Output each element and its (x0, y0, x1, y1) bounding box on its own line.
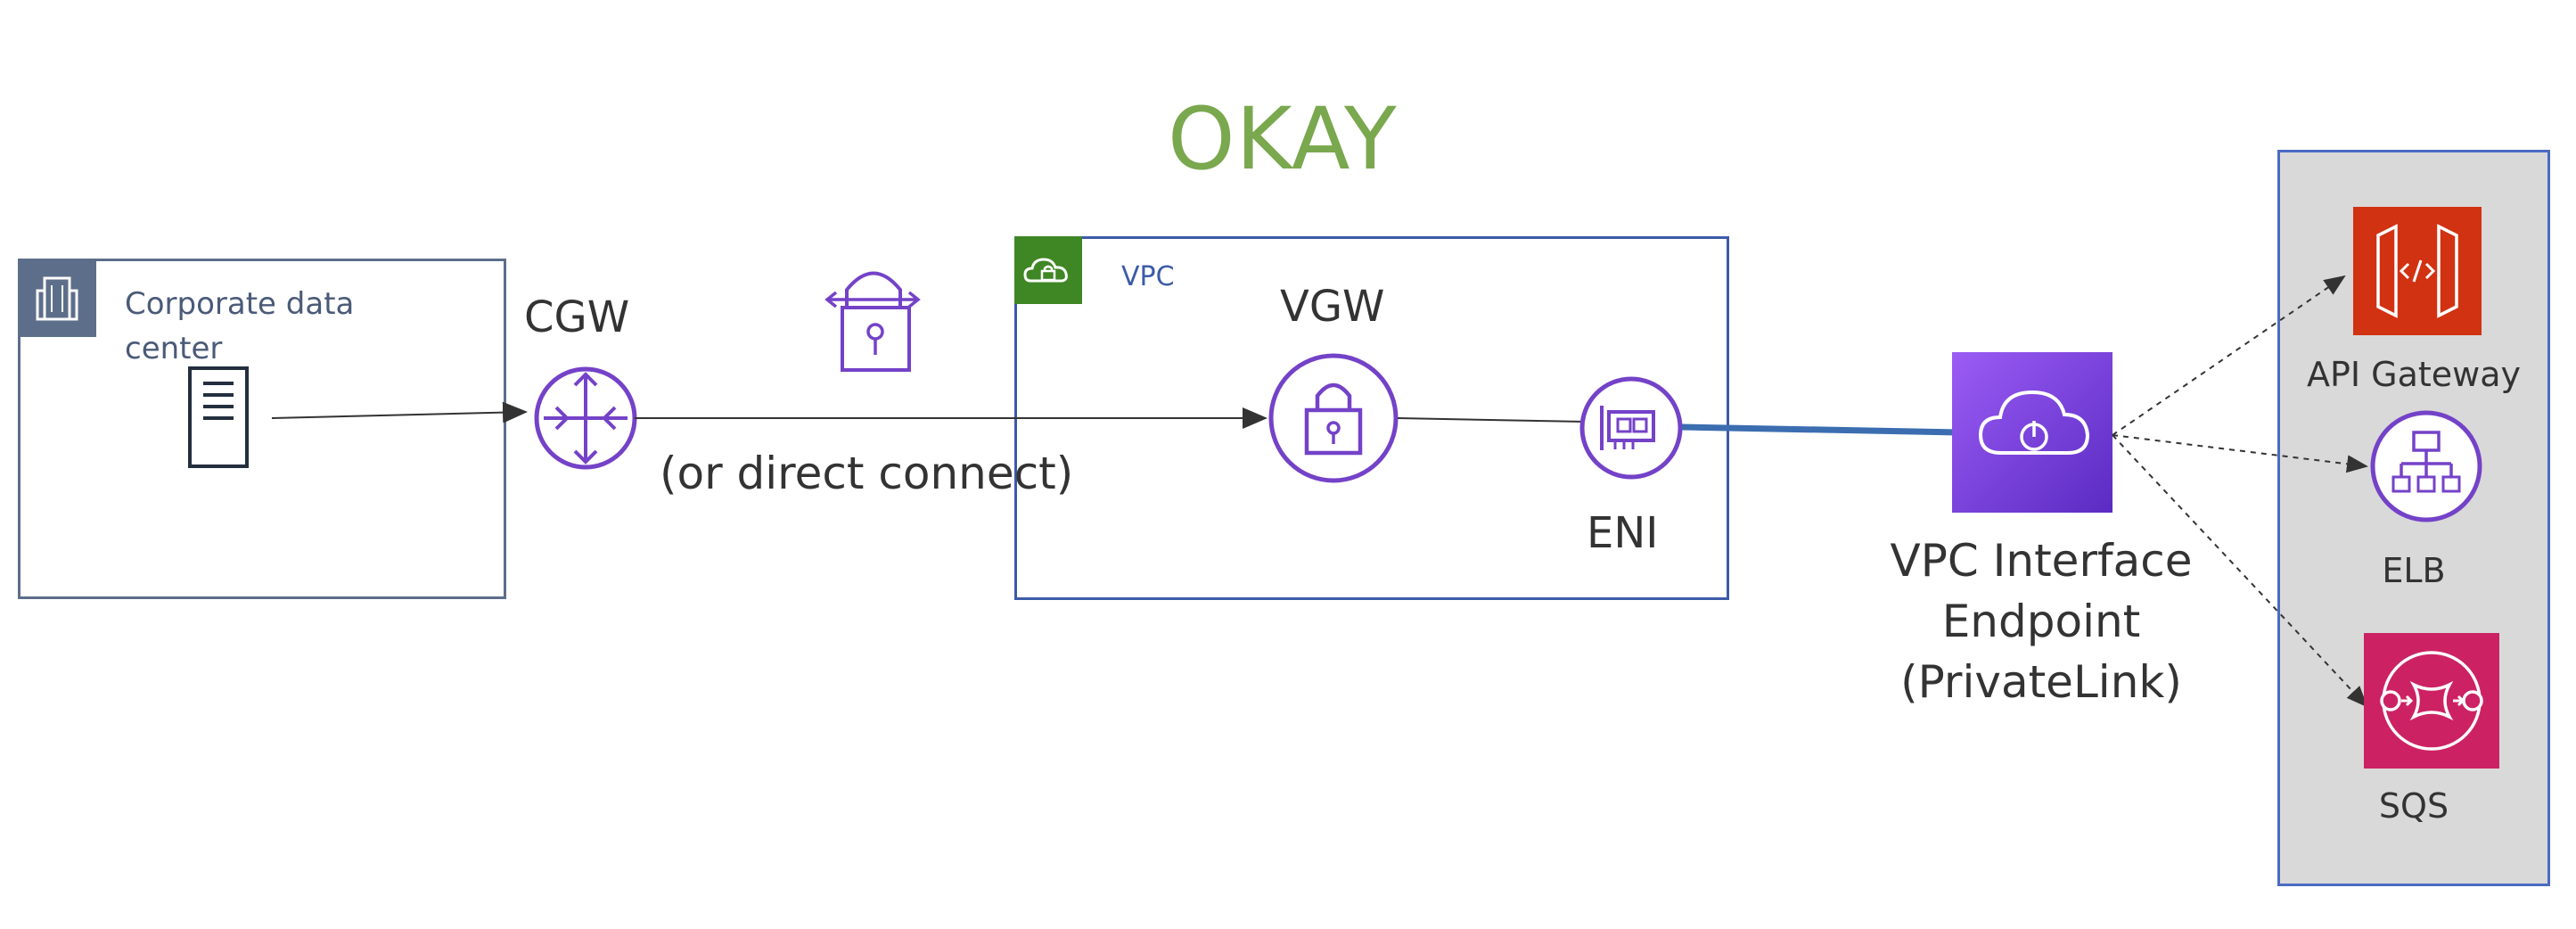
server-to-cgw-arrow (271, 401, 528, 423)
vgw-to-eni-line (1397, 417, 1586, 423)
corporate-data-center-box (18, 259, 506, 599)
endpoint-label-line3: (PrivateLink) (1900, 656, 2182, 708)
router-icon (534, 366, 637, 470)
building-icon (18, 259, 96, 337)
eni-label: ENI (1587, 508, 1659, 558)
connection-note: (or direct connect) (660, 448, 1074, 499)
vgw-lock-icon (1268, 353, 1399, 483)
corporate-label: Corporate data center (125, 286, 355, 366)
load-balancer-icon (2370, 410, 2482, 522)
cloud-lock-icon (1014, 236, 1082, 304)
queue-icon (2364, 633, 2499, 769)
status-title: OKAY (1168, 89, 1398, 189)
endpoint-to-api-gateway-arrow (2112, 275, 2346, 436)
endpoint-label: VPC Interface Endpoint (PrivateLink) (1836, 530, 2246, 712)
server-icon (188, 366, 249, 468)
vgw-label: VGW (1280, 282, 1385, 332)
endpoint-label-line1: VPC Interface (1890, 535, 2193, 587)
vpn-lock-icon (824, 271, 921, 372)
sqs-label: SQS (2378, 786, 2449, 826)
network-interface-icon (1579, 376, 1683, 480)
endpoint-to-sqs-arrow (2112, 434, 2368, 708)
vpc-label: VPC (1121, 261, 1175, 292)
endpoint-to-elb-arrow (2112, 434, 2368, 473)
endpoint-label-line2: Endpoint (1941, 596, 2141, 647)
elb-label: ELB (2382, 551, 2446, 590)
api-gateway-icon (2353, 207, 2482, 335)
api-gateway-label: API Gateway (2306, 355, 2522, 394)
private-link-icon (1952, 352, 2112, 513)
cgw-label: CGW (524, 292, 630, 342)
